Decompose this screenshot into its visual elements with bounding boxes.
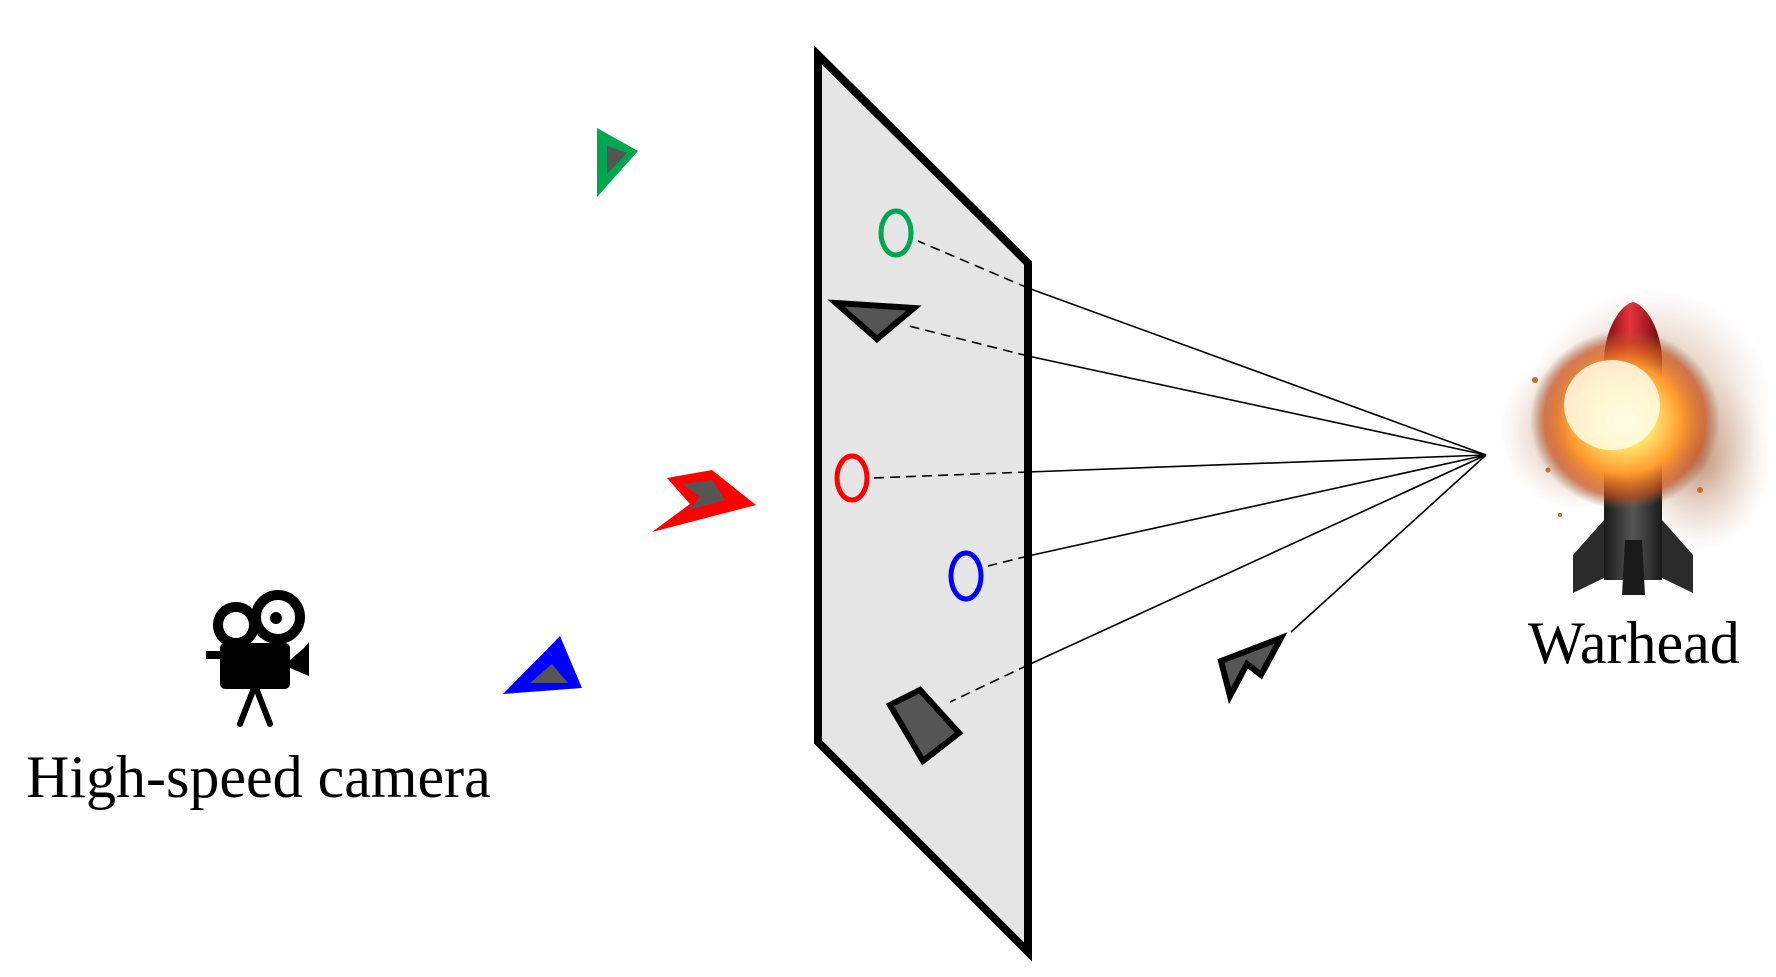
trajectory-dark-upper <box>1027 355 1487 456</box>
trajectory-red <box>1027 454 1487 473</box>
trajectory-green-dashed <box>917 240 1029 289</box>
trajectory-lines <box>872 240 1487 703</box>
fragment-dark-upper <box>827 299 922 343</box>
impact-mark-green <box>878 208 914 258</box>
trajectory-green <box>1027 287 1487 456</box>
trajectory-red-dashed <box>872 471 1029 479</box>
trajectory-dark-lower <box>1027 454 1487 666</box>
witness-plate <box>814 45 1032 962</box>
exploding-missile-icon <box>1500 290 1770 595</box>
impact-mark-red <box>834 453 870 503</box>
trajectory-dark-upper-dashed <box>904 324 1029 357</box>
movie-camera-icon <box>206 590 309 727</box>
fragment-blue <box>503 636 582 694</box>
fragment-red <box>652 470 756 532</box>
trajectory-blue <box>1027 454 1487 557</box>
trajectory-blue-dashed <box>987 555 1029 567</box>
camera-label: High-speed camera <box>26 744 491 810</box>
trajectory-dark-lower-dashed <box>949 664 1029 703</box>
warhead-label: Warhead <box>1528 610 1740 676</box>
fragment-dark-flying <box>1217 632 1288 705</box>
impact-mark-blue <box>948 550 984 602</box>
fragment-dark-lower <box>885 686 964 766</box>
fragment-green <box>597 128 638 197</box>
trajectory-dark-free <box>1290 454 1487 633</box>
